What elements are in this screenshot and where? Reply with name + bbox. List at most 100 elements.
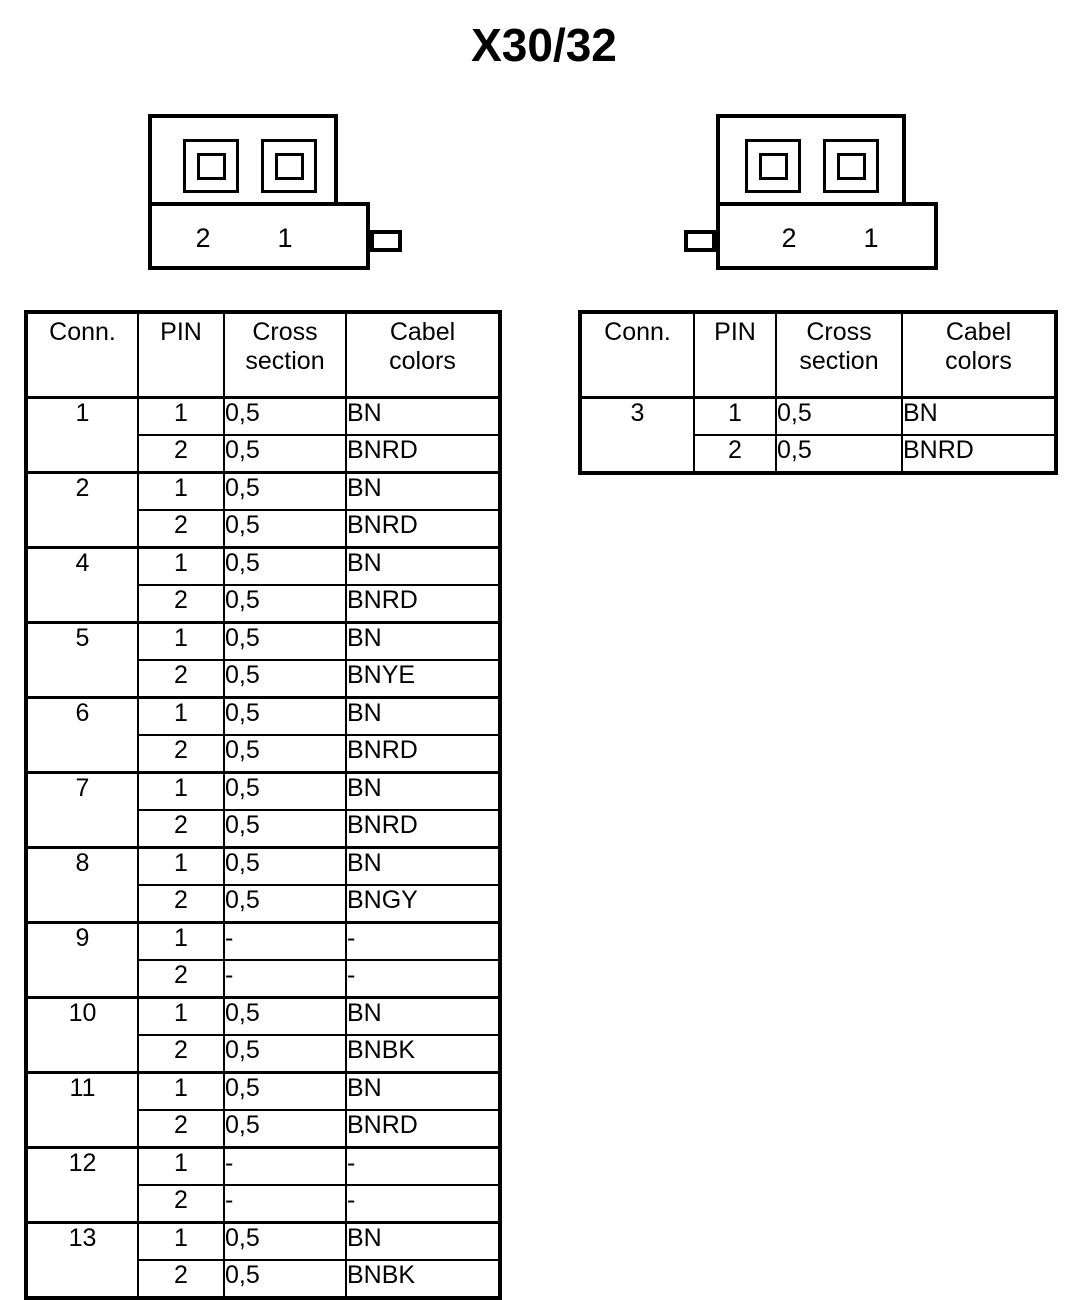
cell-pin: 2 [137, 509, 225, 549]
cell-cabel-color: BNRD [345, 509, 501, 549]
cell-cross-section: 0,5 [775, 396, 903, 436]
cell-pin: 2 [137, 584, 225, 624]
cell-conn: 6 [25, 696, 139, 774]
cell-pin: 1 [137, 1221, 225, 1261]
cell-cross-section: 0,5 [223, 1071, 347, 1111]
header-pin-line1: PIN [714, 318, 756, 346]
cell-cross-section: 0,5 [223, 846, 347, 886]
cell-cabel-color: BN [345, 1071, 501, 1111]
cell-pin: 1 [693, 396, 777, 436]
header-cabel-colors-line1: Cabel [389, 318, 456, 346]
cell-cabel-color: BNRD [345, 809, 501, 849]
cell-cabel-color: BN [345, 471, 501, 511]
pin-table-right-header: Conn. PIN Cross section Cabel colors [579, 311, 1057, 399]
table-row: 2-- [26, 1184, 501, 1224]
header-pin: PIN [693, 311, 777, 399]
cell-pin: 1 [137, 771, 225, 811]
cell-conn: 1 [25, 396, 139, 474]
header-conn-line1: Conn. [49, 318, 116, 346]
cell-pin: 2 [137, 1034, 225, 1074]
cell-cabel-color: BN [345, 696, 501, 736]
cell-pin: 1 [137, 1146, 225, 1186]
cell-pin: 1 [137, 1071, 225, 1111]
cell-cabel-color: BN [345, 996, 501, 1036]
connector-right-latch-tab [684, 230, 716, 252]
cell-pin: 1 [137, 996, 225, 1036]
header-cross-section-line2: section [799, 346, 879, 375]
header-conn-line1: Conn. [604, 318, 671, 346]
cell-cross-section: 0,5 [223, 1109, 347, 1149]
cell-cross-section: - [223, 1146, 347, 1186]
connector-right-contact-1-inner [837, 153, 866, 180]
cell-conn: 4 [25, 546, 139, 624]
connector-right-housing-upper [716, 114, 906, 206]
cell-cabel-color: BNRD [901, 434, 1057, 474]
cell-conn: 5 [25, 621, 139, 699]
cell-conn: 12 [25, 1146, 139, 1224]
pin-table-left-header: Conn. PIN Cross section Cabel colors [25, 311, 501, 399]
connector-left-contact-1-outer [261, 139, 317, 193]
header-cross-section-line2: section [245, 346, 325, 375]
page-title: X30/32 [471, 19, 617, 71]
header-cabel-colors-line1: Cabel [945, 318, 1012, 346]
cell-pin: 1 [137, 846, 225, 886]
cell-cabel-color: BNBK [345, 1259, 501, 1299]
cell-pin: 2 [137, 959, 225, 999]
cell-cross-section: 0,5 [223, 809, 347, 849]
cell-cabel-color: - [345, 1146, 501, 1186]
cell-cabel-color: - [345, 921, 501, 961]
cell-cross-section: 0,5 [223, 996, 347, 1036]
cell-conn: 11 [25, 1071, 139, 1149]
cell-cross-section: 0,5 [223, 434, 347, 474]
cell-cross-section: 0,5 [223, 1221, 347, 1261]
cell-cross-section: 0,5 [223, 396, 347, 436]
cell-cross-section: 0,5 [223, 1034, 347, 1074]
cell-pin: 1 [137, 471, 225, 511]
cell-cross-section: 0,5 [223, 1259, 347, 1299]
connector-right-symbol: 2 1 [684, 114, 954, 274]
header-cabel-colors: Cabel colors [901, 311, 1057, 399]
connector-right-contact-2-outer [745, 139, 801, 193]
cell-pin: 2 [137, 734, 225, 774]
cell-cabel-color: BN [345, 846, 501, 886]
cell-cross-section: 0,5 [223, 734, 347, 774]
cell-cabel-color: BNRD [345, 434, 501, 474]
cell-pin: 2 [137, 434, 225, 474]
cell-conn: 10 [25, 996, 139, 1074]
connector-right-housing-lower: 2 1 [716, 202, 938, 270]
cell-cabel-color: BNBK [345, 1034, 501, 1074]
connector-right-pin-label-2: 2 [781, 223, 797, 253]
connector-left-contact-1-inner [275, 153, 304, 180]
cell-cross-section: 0,5 [223, 884, 347, 924]
cell-pin: 1 [137, 396, 225, 436]
cell-pin: 2 [137, 884, 225, 924]
cell-cross-section: 0,5 [223, 659, 347, 699]
header-pin-line1: PIN [160, 318, 202, 346]
connector-left-pin-label-2: 2 [195, 223, 211, 253]
cell-pin: 2 [137, 1184, 225, 1224]
cell-cross-section: 0,5 [223, 771, 347, 811]
cell-cross-section: 0,5 [223, 471, 347, 511]
header-cross-section-line1: Cross [806, 318, 872, 346]
cell-pin: 1 [137, 621, 225, 661]
connector-left-housing-upper [148, 114, 338, 206]
